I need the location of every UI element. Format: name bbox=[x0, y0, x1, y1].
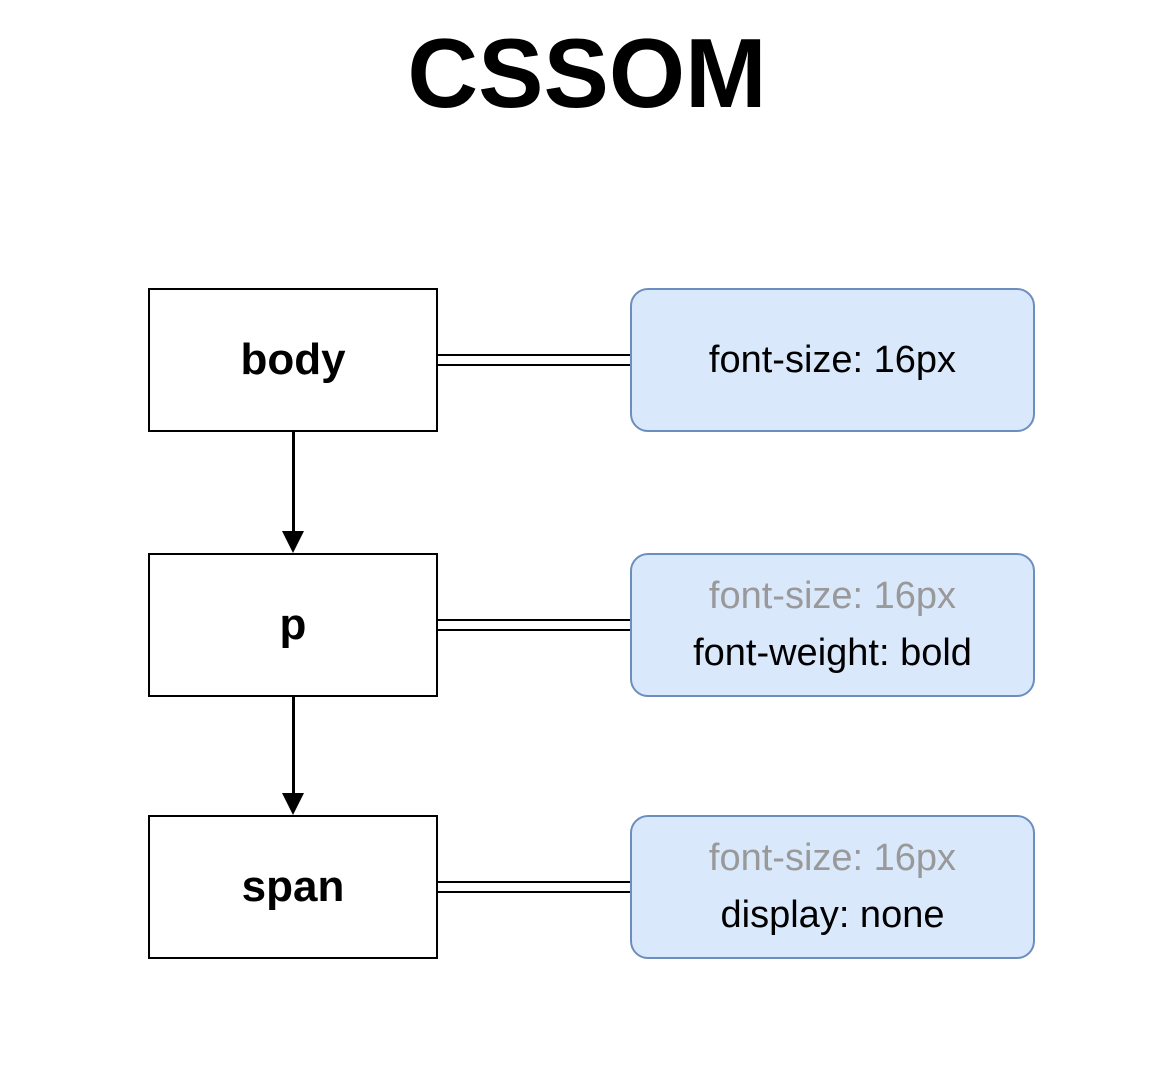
node-body: body bbox=[148, 288, 438, 432]
connector-p-styles bbox=[438, 619, 630, 631]
arrow-head-icon bbox=[282, 793, 304, 815]
diagram-title: CSSOM bbox=[407, 18, 767, 128]
style-rule-display: display: none bbox=[720, 894, 945, 936]
style-rule-font-weight: font-weight: bold bbox=[693, 632, 972, 674]
connector-body-styles bbox=[438, 354, 630, 366]
arrow-body-to-p bbox=[292, 432, 295, 531]
style-rule-inherited-font-size: font-size: 16px bbox=[708, 837, 957, 879]
arrow-head-icon bbox=[282, 531, 304, 553]
style-rule-inherited-font-size: font-size: 16px bbox=[708, 575, 957, 617]
style-pill-p: font-size: 16px font-weight: bold bbox=[630, 553, 1035, 697]
arrow-p-to-span bbox=[292, 697, 295, 793]
style-pill-body: font-size: 16px bbox=[630, 288, 1035, 432]
style-pill-span: font-size: 16px display: none bbox=[630, 815, 1035, 959]
node-span: span bbox=[148, 815, 438, 959]
connector-span-styles bbox=[438, 881, 630, 893]
node-p: p bbox=[148, 553, 438, 697]
node-span-label: span bbox=[241, 862, 345, 911]
node-p-label: p bbox=[279, 600, 307, 649]
node-body-label: body bbox=[240, 335, 346, 384]
style-rule-font-size: font-size: 16px bbox=[708, 338, 957, 381]
